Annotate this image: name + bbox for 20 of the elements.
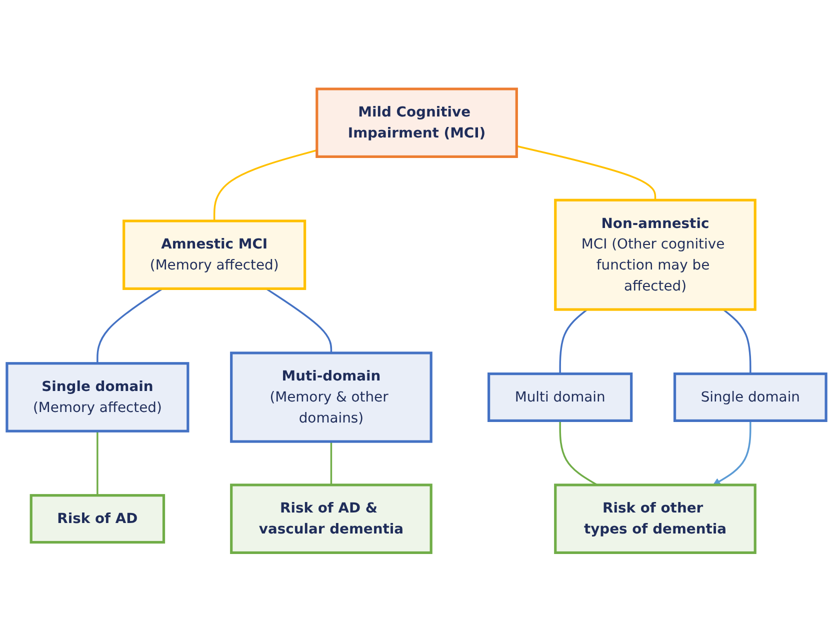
node-box: Non-amnestic MCI (Other cognitive function may be affected) [554,198,756,310]
node-box: Single domain [673,372,828,422]
connector [266,288,332,353]
connector [559,308,588,374]
node-box: Risk of other types of dementia [554,483,756,554]
node-box: Risk of AD & vascular dementia [230,483,432,554]
connector [96,288,163,364]
node-box: Amnestic MCI (Memory affected) [122,219,306,290]
connector [330,441,332,485]
connector [96,430,98,496]
node-box: Mild Cognitive Impairment (MCI) [316,87,518,158]
connector [213,149,318,221]
connector [722,308,752,374]
node-box: Risk of AD [30,494,166,544]
arrow [712,420,752,485]
node-box: Multi domain [488,372,633,422]
connector [559,420,598,486]
node-box: Muti-domain (Memory & other domains) [230,351,432,442]
node-box: Single domain (Memory affected) [6,362,190,432]
connector [516,144,656,200]
